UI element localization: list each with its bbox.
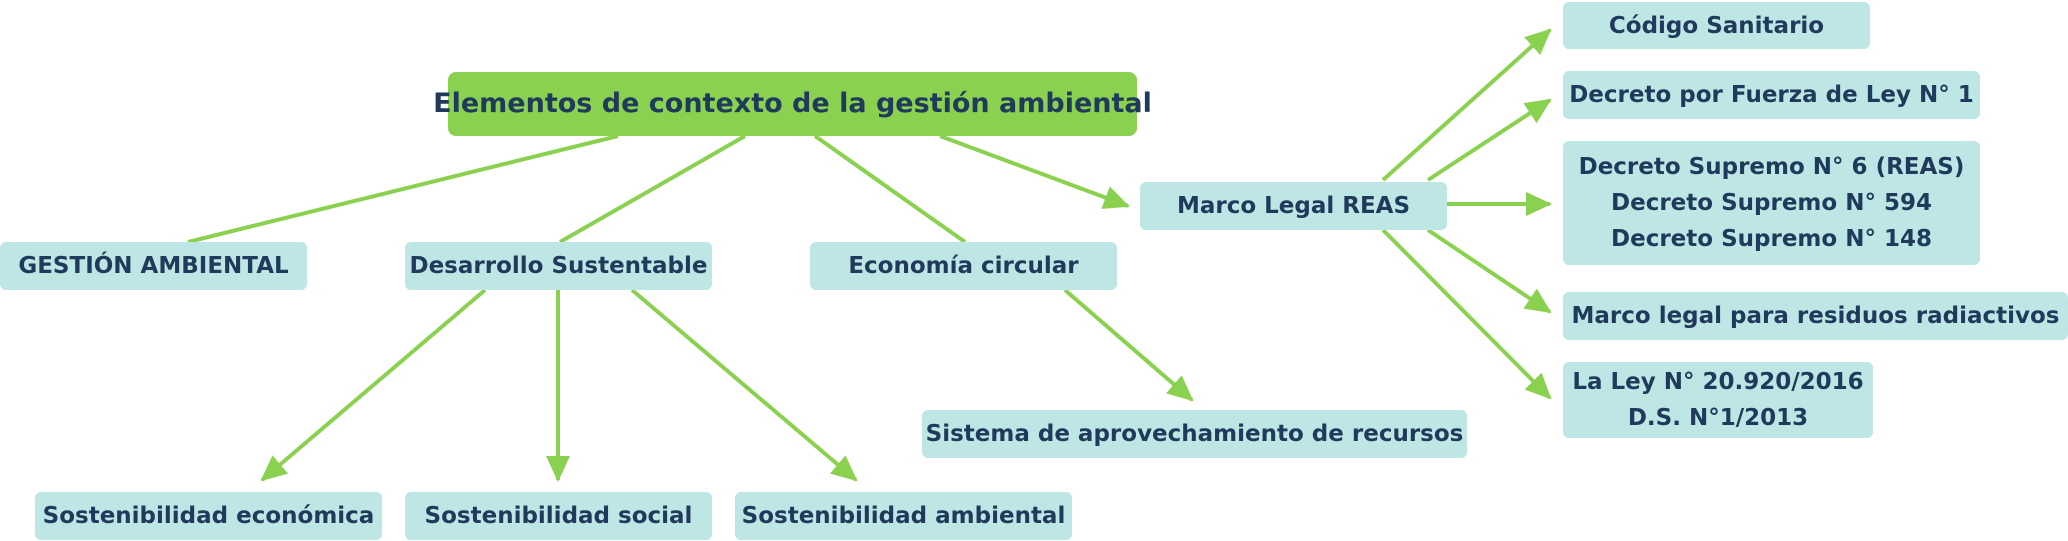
node-marco-residuos-radiactivos: Marco legal para residuos radiactivos [1563, 292, 2068, 340]
arrow-marco-radiactivos [1426, 228, 1552, 314]
node-sistema-aprovechamiento: Sistema de aprovechamiento de recursos [922, 410, 1467, 458]
arrow-desarrollo-ambiental [630, 288, 858, 482]
node-codigo-sanitario: Código Sanitario [1563, 2, 1870, 49]
connector-root-desarrollo [559, 134, 746, 244]
node-sostenibilidad-social: Sostenibilidad social [405, 492, 712, 540]
arrow-marco-codigo [1381, 28, 1552, 182]
ds-1-2013-line: D.S. N°1/2013 [1627, 405, 1809, 431]
decreto-supremo-6: Decreto Supremo N° 6 (REAS) [1578, 154, 1965, 180]
node-decreto-fuerza-ley: Decreto por Fuerza de Ley N° 1 [1563, 71, 1980, 119]
node-marco-legal-reas: Marco Legal REAS [1140, 182, 1447, 230]
root-node: Elementos de contexto de la gestión ambi… [433, 72, 1152, 136]
node-sostenibilidad-ambiental: Sostenibilidad ambiental [735, 492, 1072, 540]
node-gestion-ambiental: GESTIÓN AMBIENTAL [0, 242, 307, 290]
arrow-marco-decreto-fuerza [1426, 98, 1552, 182]
arrow-economia-sistema [1063, 288, 1194, 402]
decreto-supremo-594: Decreto Supremo N° 594 [1611, 190, 1932, 216]
connector-root-economia [813, 134, 967, 244]
arrow-desarrollo-economica [260, 288, 487, 482]
node-decretos-supremos: Decreto Supremo N° 6 (REAS) Decreto Supr… [1563, 141, 1980, 265]
decreto-supremo-148: Decreto Supremo N° 148 [1611, 226, 1932, 252]
connector-root-gestion [187, 134, 619, 244]
arrow-root-marco-legal [939, 134, 1130, 209]
node-ley-20920: La Ley N° 20.920/2016 D.S. N°1/2013 [1563, 362, 1873, 438]
ley-20920-line: La Ley N° 20.920/2016 [1572, 369, 1864, 395]
node-desarrollo-sustentable: Desarrollo Sustentable [405, 242, 712, 290]
node-sostenibilidad-economica: Sostenibilidad económica [35, 492, 382, 540]
node-economia-circular: Economía circular [810, 242, 1117, 290]
arrow-marco-ley [1381, 228, 1552, 400]
